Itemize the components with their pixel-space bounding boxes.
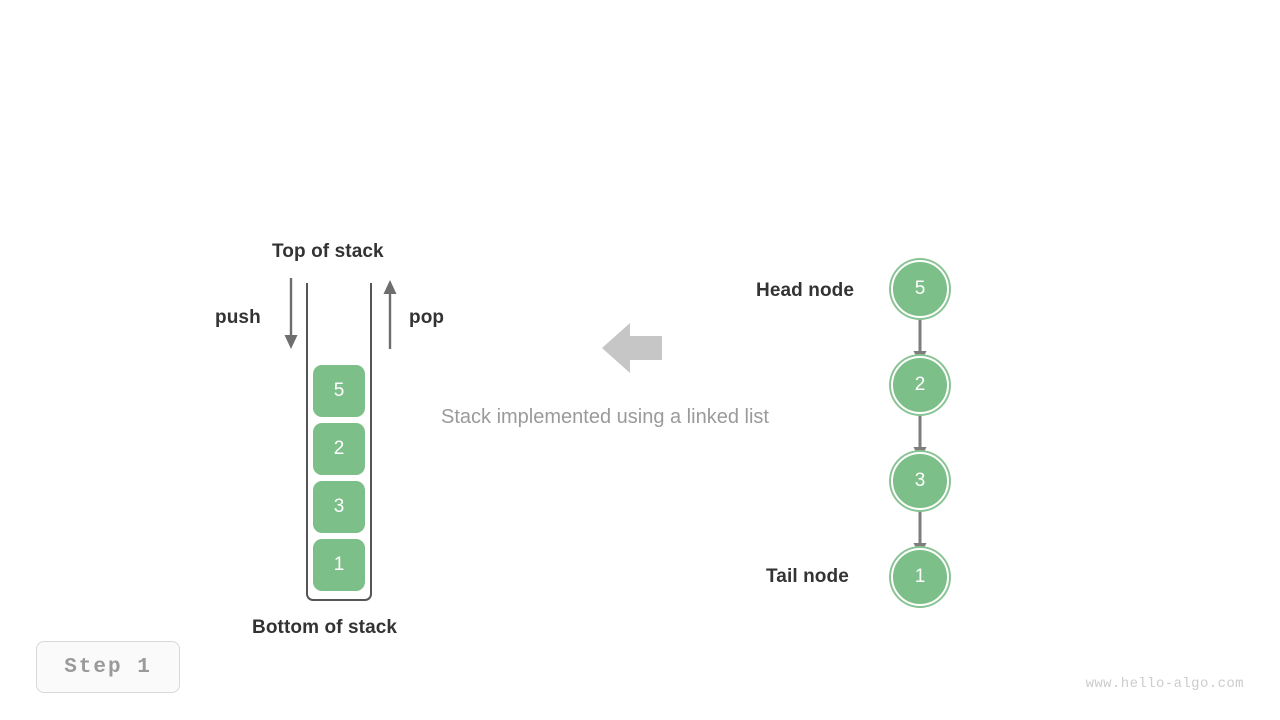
tail-node-label: Tail node (766, 566, 849, 587)
stack-container (306, 283, 372, 601)
top-of-stack-label: Top of stack (272, 241, 384, 262)
linked-list-node: 3 (891, 452, 949, 510)
stack-cell: 3 (313, 481, 365, 533)
linked-list-node: 2 (891, 356, 949, 414)
stack-cell: 2 (313, 423, 365, 475)
linked-list-node: 5 (891, 260, 949, 318)
diagram-caption: Stack implemented using a linked list (441, 406, 769, 428)
pop-label: pop (409, 307, 445, 328)
push-arrow-icon (284, 278, 298, 349)
step-badge: Step 1 (36, 641, 180, 693)
pop-arrow-icon (383, 280, 397, 349)
watermark: www.hello-algo.com (1085, 676, 1244, 692)
implemented-by-arrow-icon (602, 323, 662, 373)
bottom-of-stack-label: Bottom of stack (252, 617, 398, 638)
head-node-label: Head node (756, 280, 855, 301)
stack-cell: 5 (313, 365, 365, 417)
stack-cell: 1 (313, 539, 365, 591)
push-label: push (215, 307, 261, 328)
linked-list-node: 1 (891, 548, 949, 606)
